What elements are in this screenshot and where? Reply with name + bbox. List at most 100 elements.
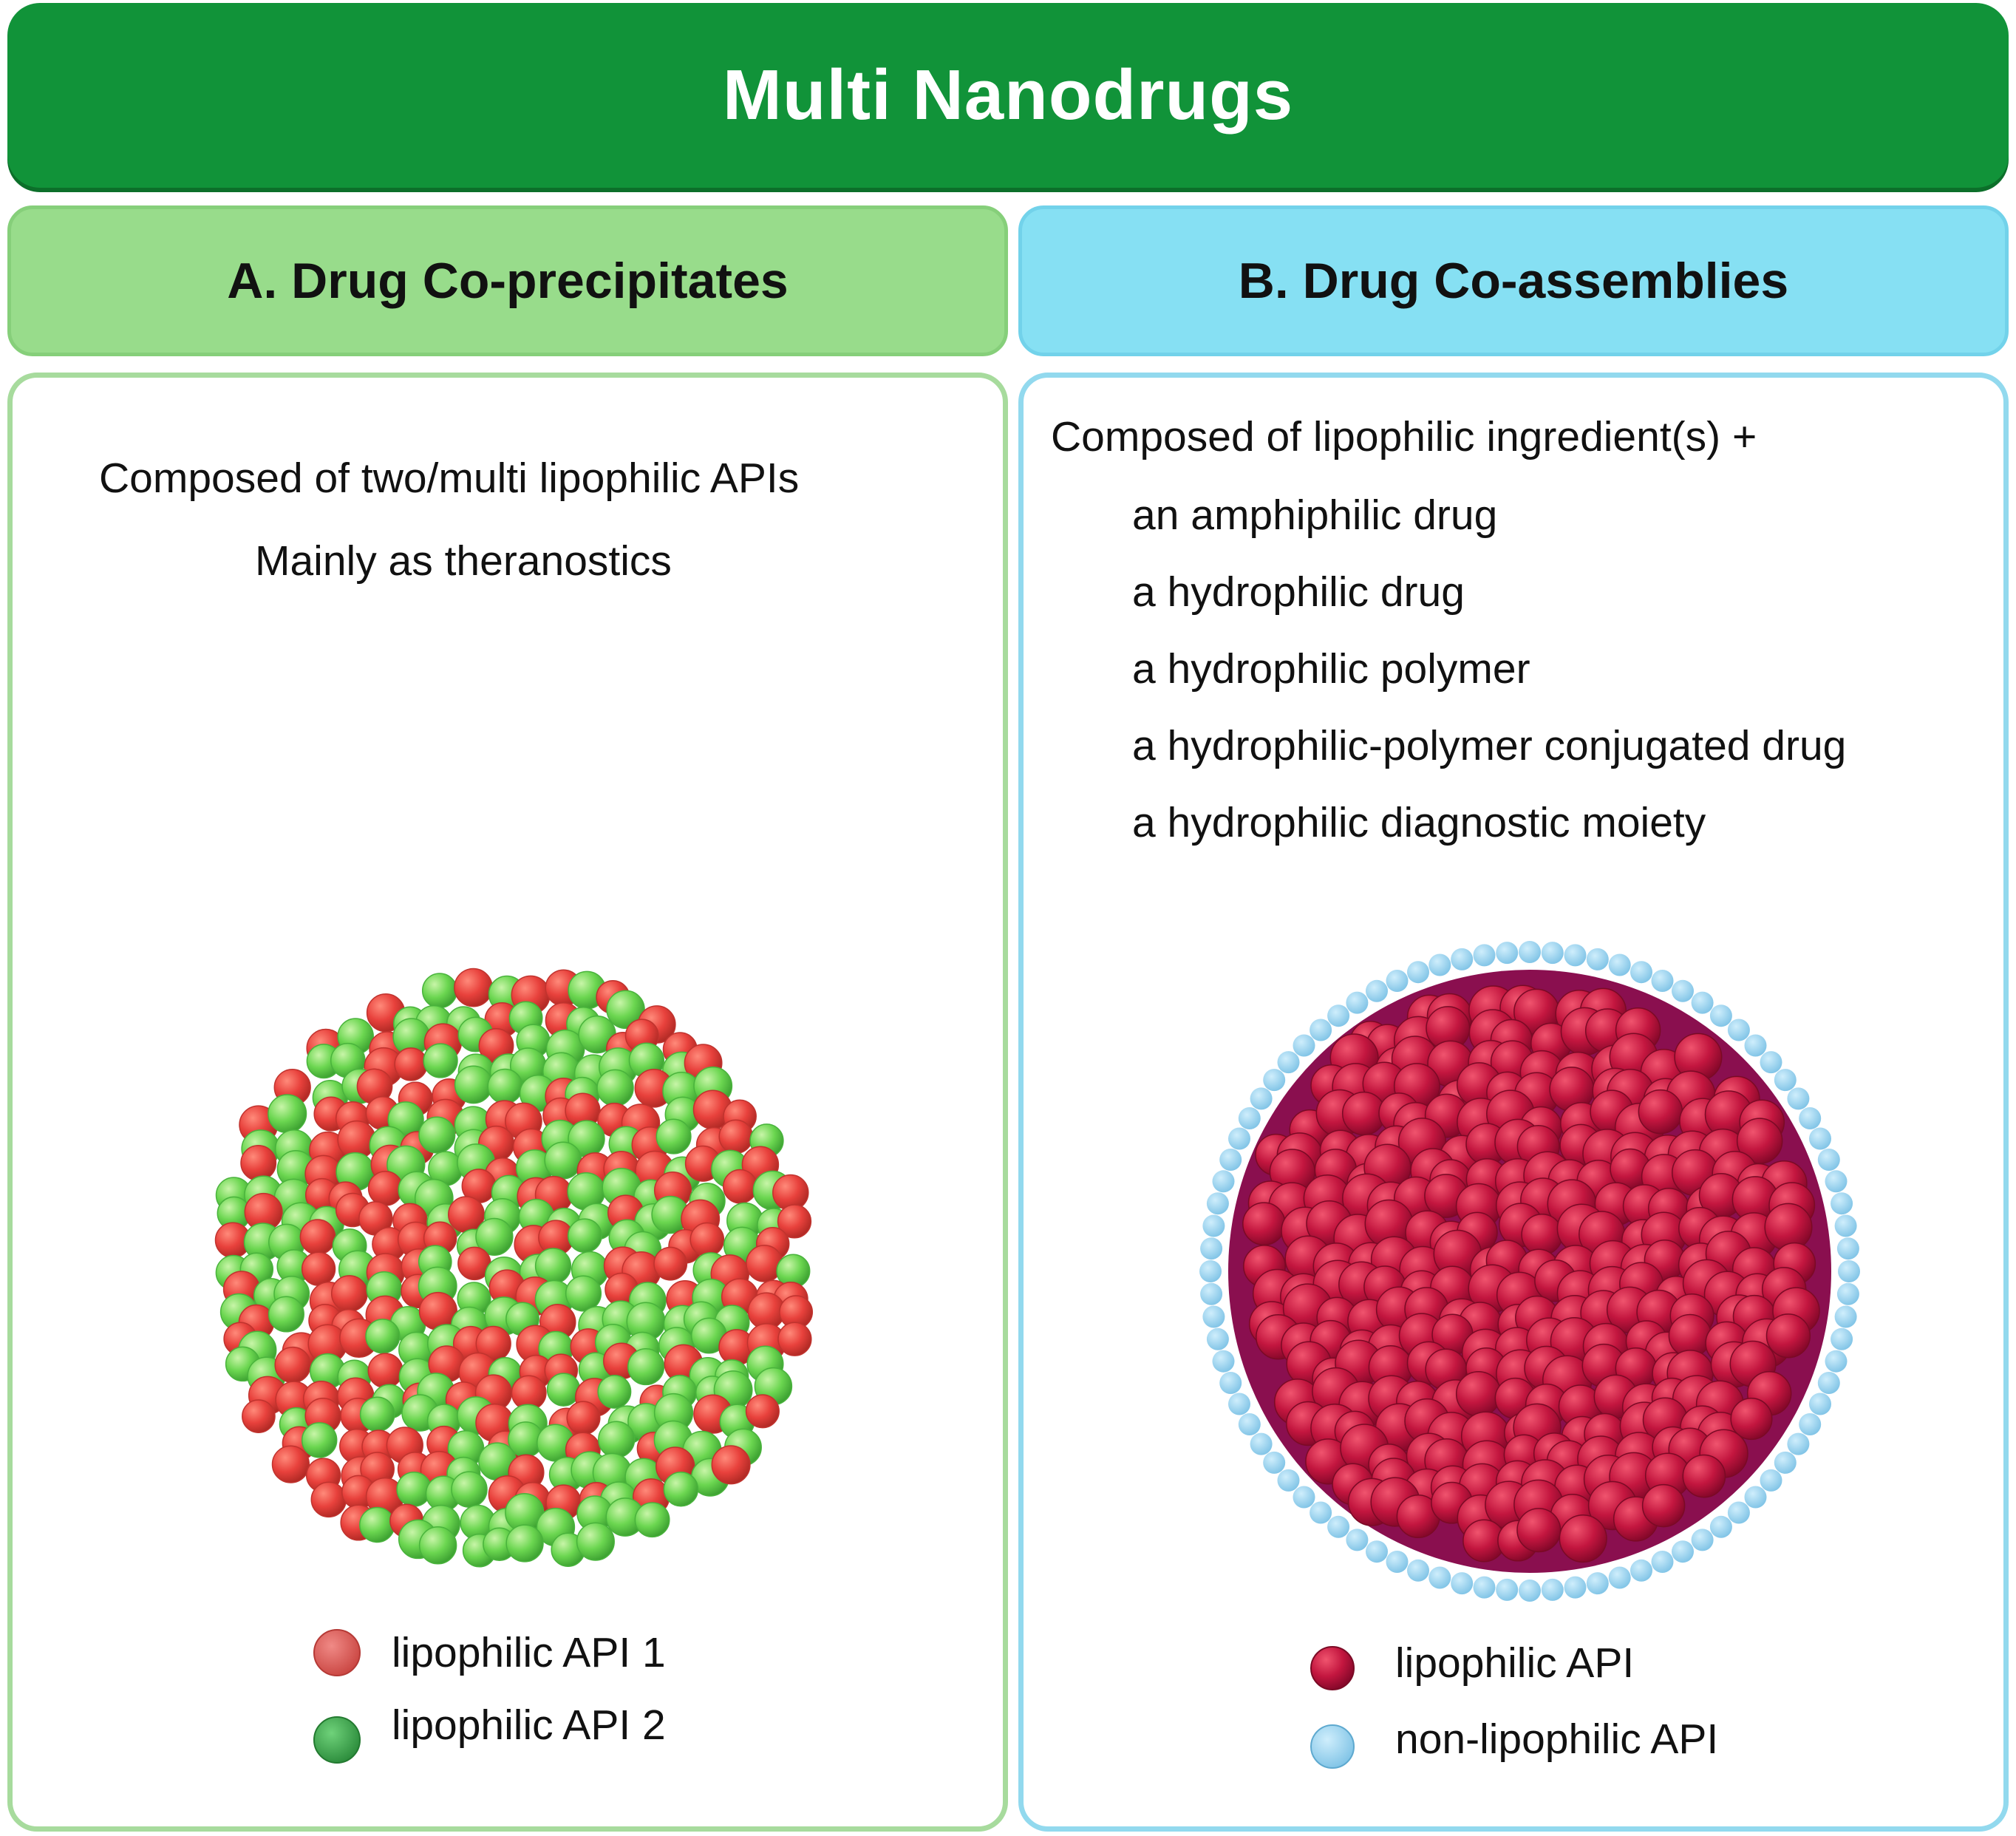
api-1-sphere	[566, 1401, 601, 1435]
shell-sphere	[1238, 1107, 1261, 1129]
shell-sphere	[1202, 1305, 1225, 1328]
shell-sphere	[1346, 991, 1369, 1014]
shell-sphere	[1672, 1540, 1694, 1563]
shell-sphere	[1206, 1327, 1229, 1350]
shell-sphere	[1219, 1149, 1242, 1171]
legend-label-non-lipophilic-api: non-lipophilic API	[1395, 1716, 1719, 1763]
api-1-sphere	[723, 1169, 757, 1204]
api-2-sphere	[451, 1471, 488, 1508]
shell-sphere	[1250, 1432, 1273, 1455]
shell-sphere	[1564, 1576, 1587, 1599]
shell-sphere	[1774, 1451, 1797, 1474]
shell-sphere	[1346, 1529, 1369, 1551]
api-2-sphere	[475, 1217, 514, 1257]
shell-sphere	[1293, 1034, 1315, 1057]
core-sphere	[1730, 1398, 1773, 1441]
panel-b-item-5: a hydrophilic diagnostic moiety	[1132, 799, 1706, 846]
api-2-sphere	[597, 1374, 632, 1409]
shell-sphere	[1200, 1282, 1223, 1305]
shell-sphere	[1727, 1019, 1750, 1041]
api-2-sphere	[418, 1116, 456, 1154]
shell-sphere	[1366, 1540, 1388, 1563]
shell-sphere	[1672, 979, 1694, 1002]
shell-sphere	[1709, 1004, 1732, 1027]
co-precipitate-nanoparticle	[214, 968, 814, 1568]
api-2-sphere	[544, 1141, 582, 1180]
core-sphere	[1242, 1202, 1286, 1246]
shell-sphere	[1651, 970, 1674, 992]
shell-sphere	[1799, 1413, 1822, 1435]
api-1-sphere	[242, 1399, 276, 1433]
shell-sphere	[1519, 941, 1541, 963]
shell-sphere	[1787, 1087, 1810, 1110]
legend-item-api-1: lipophilic API 1	[310, 1626, 666, 1679]
shell-sphere	[1586, 948, 1609, 970]
header-drug-co-precipitates: A. Drug Co-precipitates	[7, 205, 1008, 356]
api-2-sphere	[268, 1296, 304, 1333]
api-1-sphere	[301, 1251, 336, 1286]
core-sphere	[1455, 1371, 1502, 1417]
api-2-sphere	[421, 973, 458, 1009]
shell-sphere	[1473, 944, 1496, 967]
api-2-sphere	[598, 1421, 636, 1458]
header-b-label: B. Drug Co-assemblies	[1238, 253, 1789, 309]
shell-sphere	[1407, 1559, 1429, 1582]
shell-sphere	[1451, 948, 1474, 970]
shell-sphere	[1744, 1486, 1767, 1509]
shell-sphere	[1825, 1170, 1848, 1193]
shell-sphere	[1250, 1087, 1273, 1110]
shell-sphere	[1834, 1305, 1857, 1328]
legend-label-api-2: lipophilic API 2	[392, 1701, 666, 1749]
core-sphere	[1638, 1089, 1683, 1135]
core-sphere	[1559, 1514, 1607, 1563]
api-1-sphere	[745, 1394, 780, 1429]
api-2-sphere	[576, 1522, 615, 1561]
api-1-sphere	[711, 1445, 751, 1485]
shell-sphere	[1787, 1432, 1810, 1455]
header-a-label: A. Drug Co-precipitates	[227, 253, 789, 309]
red-sphere-icon	[313, 1629, 361, 1676]
shell-sphere	[1428, 953, 1451, 976]
shell-sphere	[1608, 1566, 1631, 1589]
shell-sphere	[1834, 1214, 1857, 1237]
shell-sphere	[1386, 970, 1409, 992]
api-2-sphere	[359, 1396, 395, 1432]
dark-red-sphere-icon	[1310, 1646, 1355, 1690]
light-blue-sphere-icon	[1310, 1724, 1355, 1769]
shell-sphere	[1263, 1451, 1286, 1474]
api-2-sphere	[423, 1043, 458, 1078]
shell-sphere	[1310, 1019, 1332, 1041]
shell-sphere	[1496, 942, 1519, 965]
panel-b-item-3: a hydrophilic polymer	[1132, 645, 1530, 693]
header-drug-co-assemblies: B. Drug Co-assemblies	[1018, 205, 2009, 356]
shell-sphere	[1293, 1486, 1315, 1509]
api-1-sphere	[718, 1119, 754, 1155]
api-2-sphere	[606, 990, 645, 1030]
shell-sphere	[1277, 1469, 1300, 1492]
shell-sphere	[1651, 1551, 1674, 1573]
api-1-sphere	[274, 1346, 311, 1384]
shell-sphere	[1212, 1170, 1235, 1193]
api-1-sphere	[454, 968, 493, 1007]
shell-sphere	[1407, 961, 1429, 984]
legend-label-lipophilic-api: lipophilic API	[1395, 1639, 1635, 1687]
shell-sphere	[1496, 1578, 1519, 1601]
api-2-sphere	[396, 1472, 432, 1507]
shell-sphere	[1228, 1127, 1250, 1150]
shell-sphere	[1238, 1413, 1261, 1435]
shell-sphere	[1825, 1350, 1848, 1373]
api-1-sphere	[240, 1145, 277, 1181]
shell-sphere	[1809, 1127, 1831, 1150]
api-2-sphere	[596, 1069, 634, 1107]
api-2-sphere	[418, 1526, 457, 1565]
panel-a-line-2: Mainly as theranostics	[255, 537, 672, 585]
shell-sphere	[1586, 1572, 1609, 1595]
core-sphere	[1521, 1214, 1563, 1256]
shell-sphere	[1199, 1260, 1222, 1282]
api-1-sphere	[310, 1481, 347, 1518]
api-2-sphere	[268, 1094, 307, 1134]
legend-item-non-lipophilic-api: non-lipophilic API	[1308, 1716, 1718, 1771]
title-banner: Multi Nanodrugs	[7, 3, 2009, 188]
shell-sphere	[1630, 1559, 1652, 1582]
api-1-sphere	[777, 1204, 812, 1239]
